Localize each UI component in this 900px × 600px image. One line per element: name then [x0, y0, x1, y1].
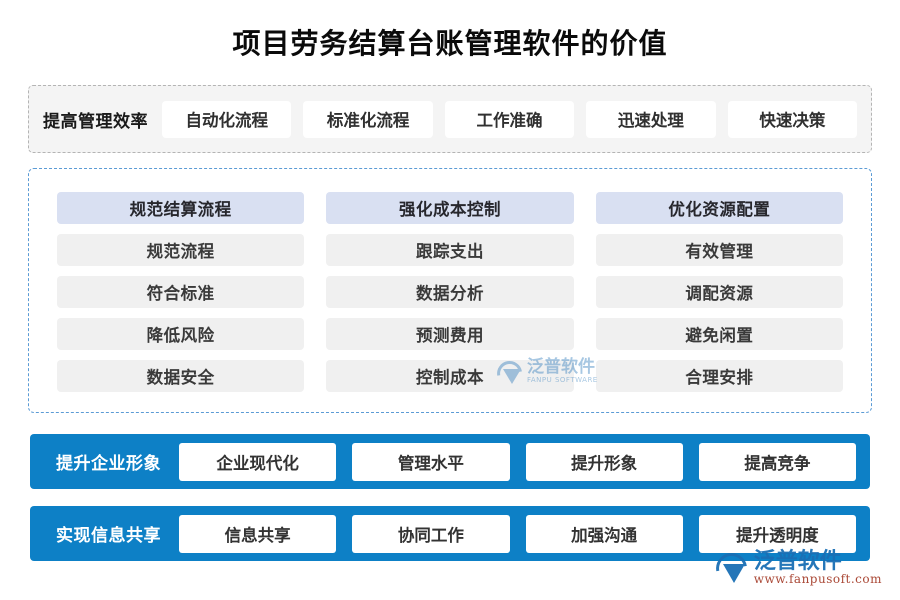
page-title: 项目劳务结算台账管理软件的价值 [232, 27, 668, 60]
efficiency-chip[interactable]: 快速决策 [727, 100, 858, 138]
information-sharing-chip[interactable]: 信息共享 [179, 514, 337, 553]
column-item[interactable]: 符合标准 [57, 276, 305, 308]
column-item[interactable]: 合理安排 [595, 360, 843, 392]
information-sharing-chip[interactable]: 协同工作 [352, 514, 510, 553]
column-item[interactable]: 避免闲置 [595, 318, 843, 350]
corporate-image-band-label: 提升企业形象 [56, 454, 161, 474]
information-sharing-band-label: 实现信息共享 [56, 526, 161, 546]
column-settlement-process: 规范结算流程 规范流程 符合标准 降低风险 数据安全 [57, 192, 305, 392]
column-item[interactable]: 预测费用 [326, 318, 574, 350]
information-sharing-band-chips: 信息共享 协同工作 加强沟通 提升透明度 [179, 514, 856, 553]
column-item[interactable]: 跟踪支出 [326, 234, 574, 266]
watermark-website-url: www.fanpusoft.com [753, 572, 882, 587]
column-item[interactable]: 控制成本 [326, 360, 574, 392]
column-item[interactable]: 规范流程 [57, 234, 305, 266]
column-header: 优化资源配置 [595, 192, 843, 224]
column-cost-control: 强化成本控制 跟踪支出 数据分析 预测费用 控制成本 [326, 192, 574, 392]
column-item[interactable]: 数据安全 [57, 360, 305, 392]
efficiency-chip[interactable]: 工作准确 [444, 100, 575, 138]
column-item[interactable]: 有效管理 [595, 234, 843, 266]
information-sharing-chip[interactable]: 加强沟通 [525, 514, 683, 553]
column-resource-allocation: 优化资源配置 有效管理 调配资源 避免闲置 合理安排 [595, 192, 843, 392]
corporate-image-chip[interactable]: 提升形象 [525, 442, 683, 481]
column-item[interactable]: 调配资源 [595, 276, 843, 308]
columns-section: 规范结算流程 规范流程 符合标准 降低风险 数据安全 强化成本控制 跟踪支出 数… [28, 168, 872, 413]
column-item[interactable]: 降低风险 [57, 318, 305, 350]
corporate-image-chip[interactable]: 管理水平 [352, 442, 510, 481]
corporate-image-chip[interactable]: 企业现代化 [179, 442, 337, 481]
column-header: 强化成本控制 [326, 192, 574, 224]
efficiency-chip[interactable]: 迅速处理 [586, 100, 716, 138]
column-item[interactable]: 数据分析 [326, 276, 574, 308]
information-sharing-band: 实现信息共享 信息共享 协同工作 加强沟通 提升透明度 [30, 506, 870, 561]
corporate-image-band-chips: 企业现代化 管理水平 提升形象 提高竞争 [179, 442, 856, 481]
efficiency-chip[interactable]: 自动化流程 [162, 100, 292, 138]
efficiency-band-chips: 自动化流程 标准化流程 工作准确 迅速处理 快速决策 [162, 100, 858, 138]
efficiency-band-label: 提高管理效率 [43, 111, 148, 132]
corporate-image-band: 提升企业形象 企业现代化 管理水平 提升形象 提高竞争 [30, 434, 870, 489]
efficiency-chip[interactable]: 标准化流程 [303, 100, 433, 138]
information-sharing-chip[interactable]: 提升透明度 [698, 514, 856, 553]
column-header: 规范结算流程 [57, 192, 305, 224]
corporate-image-chip[interactable]: 提高竞争 [698, 442, 856, 481]
efficiency-band: 提高管理效率 自动化流程 标准化流程 工作准确 迅速处理 快速决策 [28, 85, 872, 153]
